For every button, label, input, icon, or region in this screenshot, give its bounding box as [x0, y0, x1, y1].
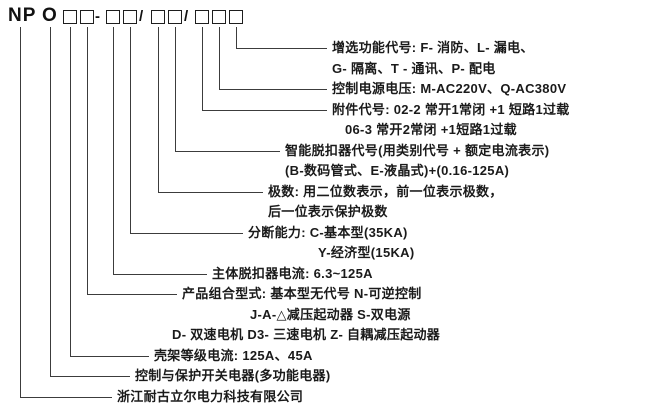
label-accessory-code-2: 06-3 常开2常闭 +1短路1过载: [345, 122, 517, 137]
code-box: [80, 10, 94, 24]
dash-separator: -: [95, 8, 100, 25]
connector-line: [50, 27, 51, 377]
code-box: [106, 10, 120, 24]
connector-line: [219, 89, 327, 90]
model-category: O: [42, 5, 58, 26]
connector-line: [20, 397, 112, 398]
label-optional-functions-1: 增选功能代号: F- 消防、L- 漏电、: [332, 40, 534, 55]
connector-line: [236, 27, 237, 49]
label-product-combination-2: J-A-△减压起动器 S-双电源: [250, 307, 411, 322]
code-box: [63, 10, 77, 24]
label-company-name: 浙江耐古立尔电力科技有限公司: [117, 389, 304, 404]
connector-line: [202, 110, 327, 111]
label-poles-1: 极数: 用二位数表示，前一位表示极数，: [268, 184, 503, 199]
connector-line: [158, 192, 263, 193]
connector-line: [20, 27, 21, 398]
label-main-trip-current: 主体脱扣器电流: 6.3~125A: [212, 266, 373, 281]
label-smart-trip-unit-2: (B-数码管式、E-液晶式)+(0.16-125A): [285, 163, 510, 178]
label-product-combination-1: 产品组合型式: 基本型无代号 N-可逆控制: [182, 286, 422, 301]
connector-line: [236, 48, 327, 49]
connector-line: [87, 27, 88, 295]
label-poles-2: 后一位表示保护极数: [268, 204, 388, 219]
label-breaking-capacity-1: 分断能力: C-基本型(35KA): [248, 225, 408, 240]
connector-line: [175, 151, 280, 152]
connector-line: [113, 27, 114, 275]
code-box: [229, 10, 243, 24]
code-box: [212, 10, 226, 24]
code-box: [168, 10, 182, 24]
code-box: [151, 10, 165, 24]
label-breaking-capacity-2: Y-经济型(15KA): [318, 245, 415, 260]
label-control-voltage: 控制电源电压: M-AC220V、Q-AC380V: [332, 81, 567, 96]
code-box: [123, 10, 137, 24]
connector-line: [70, 356, 149, 357]
connector-line: [70, 27, 71, 357]
connector-line: [130, 233, 243, 234]
connector-line: [175, 27, 176, 152]
connector-line: [50, 376, 130, 377]
label-smart-trip-unit-1: 智能脱扣器代号(用类别代号 + 额定电流表示): [285, 143, 550, 158]
connector-line: [113, 274, 207, 275]
label-optional-functions-2: G- 隔离、T - 通讯、P- 配电: [332, 61, 496, 76]
slash-separator: /: [184, 8, 189, 25]
label-product-combination-3: D- 双速电机 D3- 三速电机 Z- 自耦减压起动器: [172, 327, 441, 342]
connector-line: [158, 27, 159, 193]
connector-line: [202, 27, 203, 111]
model-prefix: NP: [8, 5, 37, 26]
label-frame-current: 壳架等级电流: 125A、45A: [154, 348, 313, 363]
connector-line: [87, 294, 177, 295]
connector-line: [130, 27, 131, 234]
label-accessory-code-1: 附件代号: 02-2 常开1常闭 +1 短路1过载: [332, 102, 570, 117]
label-device-type: 控制与保护开关电器(多功能电器): [135, 368, 331, 383]
code-box: [195, 10, 209, 24]
slash-separator: /: [139, 8, 144, 25]
connector-line: [219, 27, 220, 90]
